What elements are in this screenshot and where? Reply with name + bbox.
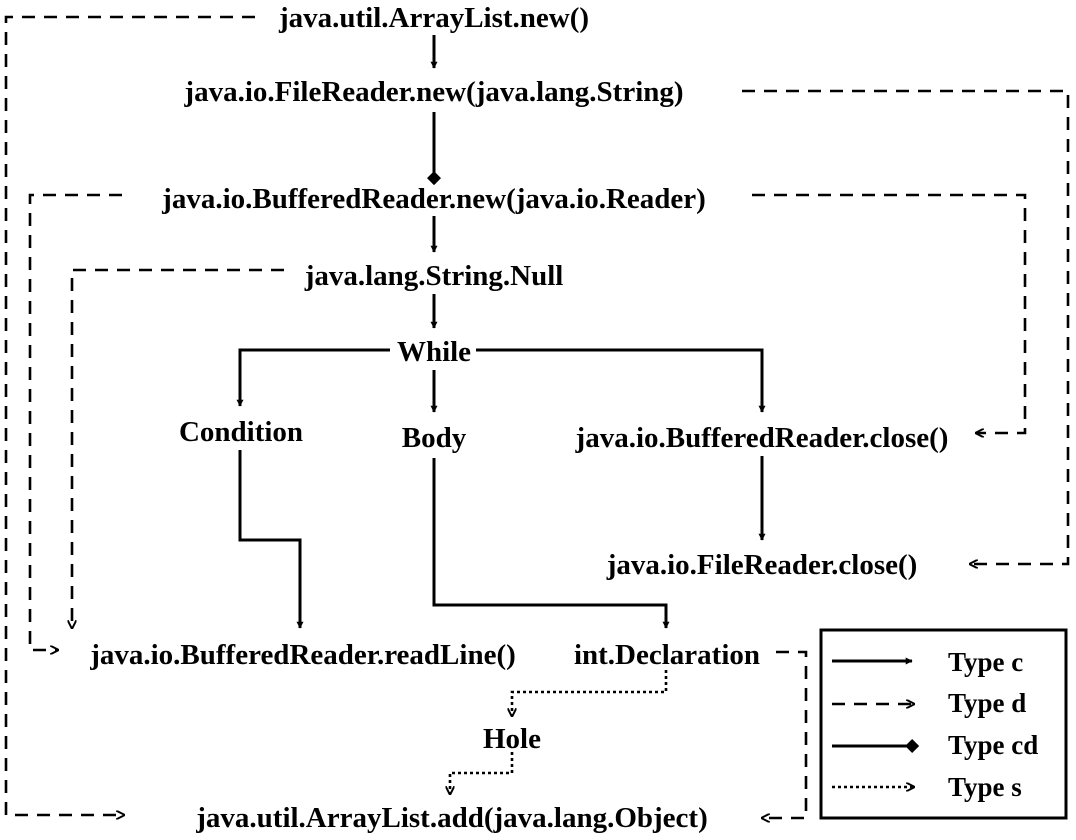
node-condition: Condition	[179, 416, 303, 448]
node-while: While	[397, 336, 471, 368]
edge-int-declaration-to-hole	[512, 670, 668, 716]
edge-string-null-to-readline	[72, 268, 284, 628]
node-filereader-close: java.io.FileReader.close()	[606, 549, 918, 581]
legend-type-d-label: Type d	[948, 688, 1026, 718]
legend-box	[819, 628, 1068, 820]
edge-arraylist-new-to-arraylist-add	[4, 15, 255, 815]
edge-bufferedreader-new-to-readline	[28, 193, 122, 650]
edge-condition-to-readline	[238, 450, 304, 629]
node-bufferedreader-close: java.io.BufferedReader.close()	[575, 422, 949, 454]
edge-bufferedreader-new-to-bufferedreader-close	[752, 193, 1027, 433]
node-bufferedreader-new: java.io.BufferedReader.new(java.io.Reade…	[161, 183, 706, 215]
legend: Type c Type d Type cd Type s	[819, 628, 1068, 820]
node-arraylist-new: java.util.ArrayList.new()	[278, 2, 589, 34]
edge-while-to-bufferedreader-close	[476, 348, 766, 413]
nodes: java.util.ArrayList.new() java.io.FileRe…	[89, 2, 948, 834]
legend-type-cd-label: Type cd	[948, 730, 1038, 760]
node-body: Body	[402, 422, 467, 454]
edge-while-to-condition	[236, 348, 390, 407]
node-filereader-new: java.io.FileReader.new(java.lang.String)	[183, 76, 683, 108]
node-hole: Hole	[483, 723, 541, 755]
type-d-edges	[4, 15, 1070, 818]
legend-type-s-label: Type s	[948, 772, 1022, 802]
edge-filereader-new-to-filereader-close	[742, 89, 1070, 564]
node-readline: java.io.BufferedReader.readLine()	[89, 639, 516, 671]
edge-body-to-int-declaration	[432, 458, 670, 629]
legend-type-c-label: Type c	[948, 647, 1023, 677]
node-arraylist-add: java.util.ArrayList.add(java.lang.Object…	[195, 802, 708, 834]
edge-int-declaration-to-arraylist-add	[762, 650, 808, 818]
type-s-edges	[450, 670, 668, 794]
type-c-edges	[236, 35, 766, 629]
node-string-null: java.lang.String.Null	[304, 260, 564, 292]
node-int-declaration: int.Declaration	[574, 639, 760, 671]
edge-hole-to-arraylist-add	[450, 752, 514, 794]
